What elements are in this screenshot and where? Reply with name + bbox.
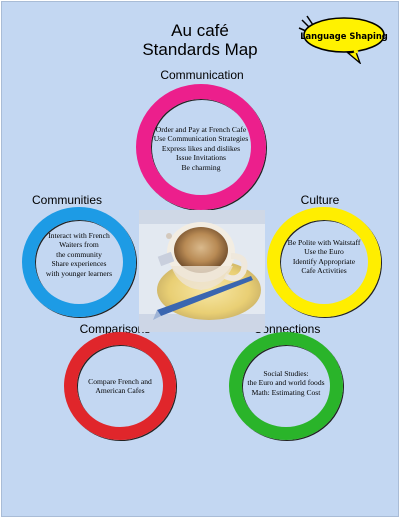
culture-item: Identify Appropriate [292, 256, 356, 266]
culture-list: Be Polite with Waitstaff Use the Euro Id… [267, 238, 381, 276]
communication-item: Use Communication Strategies [153, 134, 249, 144]
comparisons-item: Compare French and [88, 377, 152, 386]
communities-heading: Communities [31, 193, 103, 207]
communication-list: Order and Pay at French Cafe Use Communi… [136, 125, 266, 172]
connections-item: the Euro and world foods [247, 378, 325, 388]
communities-item: Waiters from [59, 240, 99, 250]
page-title: Au café [171, 21, 229, 40]
connections-item: Math: Estimating Cost [251, 387, 321, 397]
language-shaping-badge: Language Shaping [298, 15, 388, 64]
communities-item: Interact with French [48, 231, 110, 240]
coffee-cup-image [139, 210, 265, 332]
communication-heading: Communication [160, 68, 244, 82]
communication-item: Order and Pay at French Cafe [155, 125, 247, 134]
culture-item: Cafe Activities [301, 266, 347, 276]
badge-label: Language Shaping [300, 31, 388, 41]
connections-item: Social Studies: [263, 369, 309, 378]
page-subtitle: Standards Map [142, 40, 258, 59]
communication-item: Express likes and dislikes [161, 143, 241, 153]
communities-item: with younger learners [45, 268, 113, 278]
communication-item: Issue Invitations [176, 153, 226, 163]
comparisons-item: American Cafes [95, 386, 145, 396]
culture-item: Be Polite with Waitstaff [287, 238, 361, 247]
communities-item: the community [56, 249, 102, 259]
communities-item: Share experiences [51, 259, 107, 269]
culture-item: Use the Euro [304, 247, 344, 257]
communities-list: Interact with French Waiters from the co… [22, 231, 136, 278]
culture-heading: Culture [300, 193, 340, 207]
connections-heading: Connections [253, 322, 321, 336]
connections-list: Social Studies: the Euro and world foods… [229, 369, 343, 397]
comparisons-list: Compare French and American Cafes [64, 377, 176, 396]
communication-item: Be charming [181, 162, 221, 172]
